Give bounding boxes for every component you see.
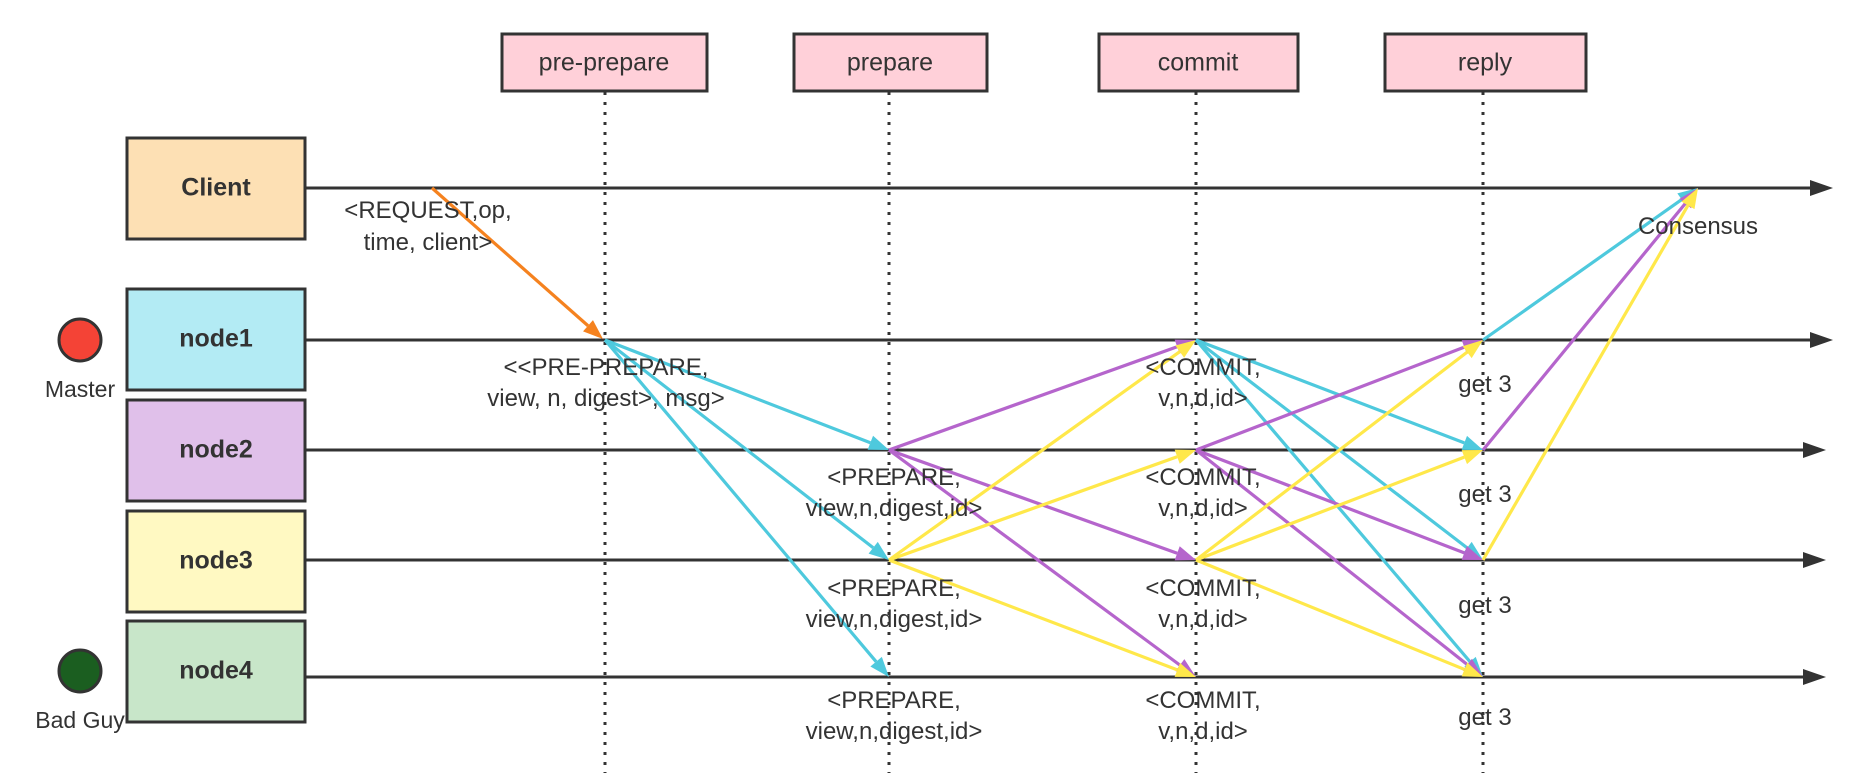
commit-node1-to-node2-arrow-head [1461, 435, 1483, 450]
commit-node3-to-node1-arrow-head [1462, 340, 1483, 359]
bad-guy-indicator-dot [57, 648, 103, 694]
commit-node3-to-node4-arrow [1195, 558, 1466, 671]
commit-node1-to-node3-arrow-head [1462, 541, 1483, 560]
commit-node2-label-line1: <COMMIT, [1145, 464, 1260, 491]
prepare-node3-to-node1-arrow [888, 350, 1181, 562]
prepare-node3-label-line2: view,n,digest,id> [806, 606, 983, 633]
node-label-node4: node4 [179, 657, 253, 685]
pre-prepare-label-line1: <<PRE-PREPARE, [504, 354, 709, 381]
node-label-node2: node2 [179, 436, 253, 464]
request-arrow-head [583, 320, 603, 339]
node-label-node3: node3 [179, 547, 253, 575]
prepare-node3-to-node4-arrow [888, 558, 1178, 672]
master-label: Master [45, 376, 116, 402]
commit-node3-label-line2: v,n,d,id> [1158, 606, 1248, 633]
prepare-node2-label-line1: <PREPARE, [827, 464, 961, 491]
prepare-node3-to-node2-arrow-head [1174, 449, 1196, 464]
prepare-node4-label-line1: <PREPARE, [827, 687, 961, 714]
phase-label-prepare: prepare [847, 49, 933, 77]
prepare-node2-to-node4-arrow [888, 448, 1181, 667]
pre-prepare-arrow-node2-head [867, 435, 889, 450]
commit-node2-to-node1-arrow [1195, 345, 1465, 452]
reply-node3-label: get 3 [1458, 592, 1511, 619]
pre-prepare-arrow-node3 [604, 338, 875, 550]
phase-label-commit: commit [1158, 49, 1239, 77]
pre-prepare-arrow-node2 [604, 338, 871, 445]
phase-label-reply: reply [1458, 49, 1513, 77]
consensus-label: Consensus [1638, 213, 1758, 240]
commit-node2-to-node4-arrow [1195, 448, 1469, 666]
reply-node1-arrow [1482, 198, 1683, 342]
timeline-node3-arrowhead [1803, 552, 1826, 568]
phase-label-pre-prepare: pre-prepare [539, 49, 670, 77]
commit-node2-to-node3-arrow [1195, 448, 1465, 555]
pre-prepare-label-line2: view, n, digest>, msg> [487, 385, 724, 412]
commit-node3-to-node2-arrow-head [1461, 450, 1483, 465]
pre-prepare-arrow-node4-head [870, 656, 889, 677]
timeline-client-arrowhead [1810, 180, 1833, 196]
commit-node3-to-node2-arrow [1195, 455, 1465, 562]
prepare-node3-to-node1-arrow-head [1175, 340, 1196, 358]
prepare-node2-to-node3-arrow [888, 448, 1178, 555]
reply-node2-label: get 3 [1458, 481, 1511, 508]
request-arrow [430, 186, 590, 327]
node-label-client: Client [181, 174, 251, 202]
master-indicator-dot [57, 317, 103, 363]
node-box-node2 [125, 398, 307, 503]
phase-box-commit [1097, 32, 1300, 93]
request-label-line2: time, client> [364, 229, 493, 256]
commit-node1-label-line2: v,n,d,id> [1158, 385, 1248, 412]
phase-box-prepare [792, 32, 989, 93]
phase-box-pre-prepare [500, 32, 709, 93]
reply-node1-label: get 3 [1458, 371, 1511, 398]
pre-prepare-arrow-node4 [603, 338, 878, 663]
prepare-node4-label-line2: view,n,digest,id> [806, 718, 983, 745]
reply-node3-arrow [1481, 204, 1690, 561]
reply-node4-label: get 3 [1458, 704, 1511, 731]
node-box-node4 [125, 619, 307, 724]
node-box-node1 [125, 287, 307, 392]
node-box-client [125, 136, 307, 241]
prepare-node2-to-node1-arrow [888, 345, 1178, 452]
node-box-node3 [125, 509, 307, 614]
commit-node4-label-line1: <COMMIT, [1145, 687, 1260, 714]
commit-node1-label-line1: <COMMIT, [1145, 354, 1260, 381]
commit-node2-to-node3-arrow-head [1461, 545, 1483, 560]
commit-node1-to-node3-arrow [1195, 338, 1469, 550]
prepare-node3-to-node2-arrow [888, 455, 1178, 562]
prepare-node3-to-node4-arrow-head [1174, 662, 1196, 677]
commit-node1-to-node2-arrow [1195, 338, 1465, 445]
commit-node4-label-line2: v,n,d,id> [1158, 718, 1248, 745]
commit-node3-label-line1: <COMMIT, [1145, 575, 1260, 602]
commit-node2-label-line2: v,n,d,id> [1158, 495, 1248, 522]
prepare-node2-label-line2: view,n,digest,id> [806, 495, 983, 522]
prepare-node3-label-line1: <PREPARE, [827, 575, 961, 602]
reply-node3-arrow-head [1681, 188, 1698, 210]
pre-prepare-arrow-node3-head [868, 541, 889, 560]
phase-box-reply [1383, 32, 1588, 93]
commit-node3-to-node4-arrow-head [1461, 662, 1483, 677]
timeline-node2-arrowhead [1803, 442, 1826, 458]
timeline-node4-arrowhead [1803, 669, 1826, 685]
reply-node2-arrow [1481, 202, 1687, 452]
bad-guy-label: Bad Guy [35, 707, 125, 733]
timeline-node1-arrowhead [1810, 332, 1833, 348]
message-arrows [430, 186, 1698, 677]
prepare-node2-to-node3-arrow-head [1174, 546, 1196, 561]
node-label-node1: node1 [179, 325, 253, 353]
commit-node3-to-node1-arrow [1195, 350, 1469, 562]
request-label-line1: <REQUEST,op, [344, 197, 511, 224]
